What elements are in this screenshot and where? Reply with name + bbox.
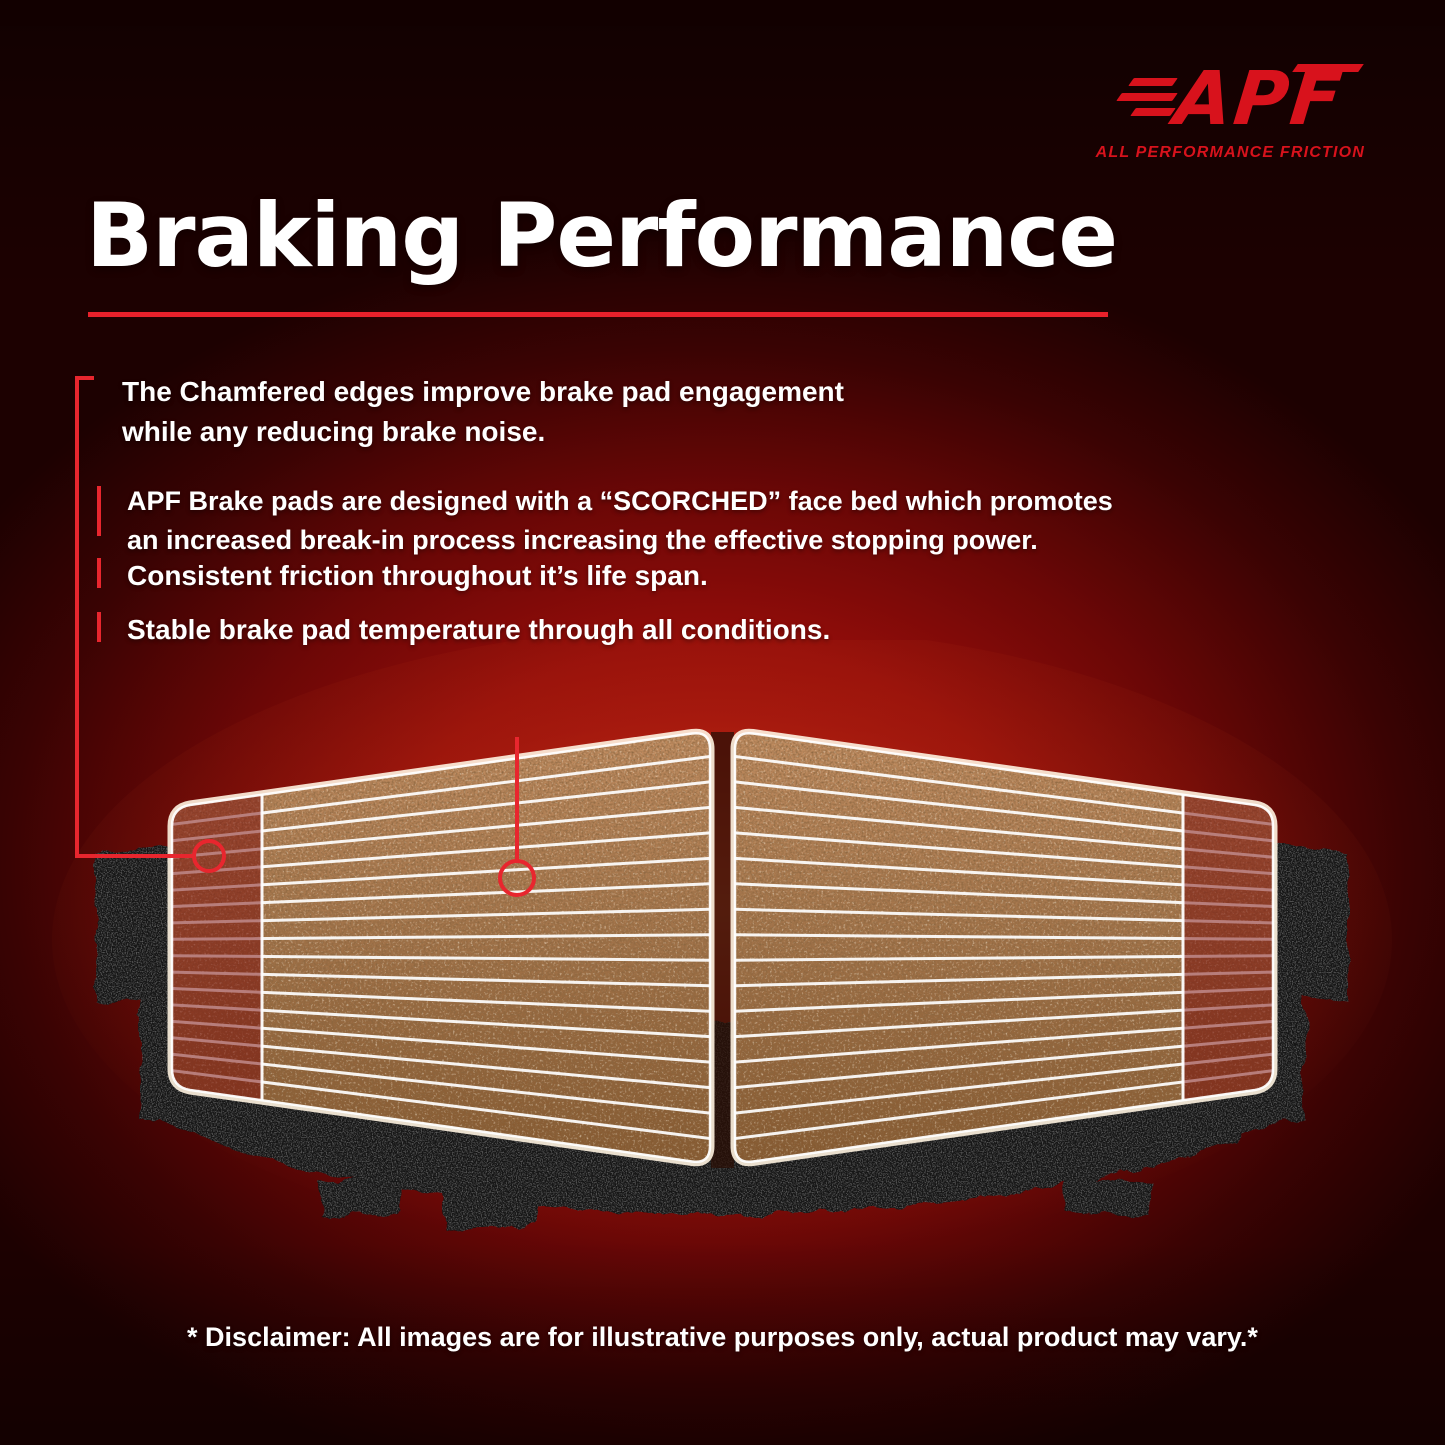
- title-underline: [88, 312, 1108, 317]
- chamfer-zone: [172, 795, 262, 1100]
- logo-text: APF: [1170, 56, 1348, 142]
- logo-mark: APF: [1116, 56, 1365, 142]
- plate-right-ear: [1272, 842, 1349, 1002]
- brake-pad-left: [172, 733, 710, 1162]
- brake-pad-right: [735, 733, 1273, 1162]
- plate-tab: [1064, 1177, 1154, 1217]
- page-title: Braking Performance: [86, 184, 1118, 287]
- plate-tab: [444, 1189, 538, 1231]
- bullet-consistent-friction: Consistent friction throughout it’s life…: [127, 560, 708, 591]
- bullet-scorched-face: APF Brake pads are designed with a “SCOR…: [127, 486, 1113, 555]
- plate-tab: [318, 1177, 402, 1217]
- bullet-chamfered-edges: The Chamfered edges improve brake pad en…: [122, 376, 844, 448]
- bullet-stable-temperature: Stable brake pad temperature through all…: [127, 614, 831, 645]
- logo-speed-lines-icon: [1116, 78, 1179, 116]
- logo-tagline: ALL PERFORMANCE FRICTION: [1095, 144, 1365, 161]
- pad-gap-shadow: [711, 732, 734, 1168]
- apf-logo: APF ALL PERFORMANCE FRICTION: [1095, 56, 1365, 162]
- disclaimer-text: * Disclaimer: All images are for illustr…: [187, 1322, 1258, 1352]
- brake-pads-figure: [52, 640, 1392, 1255]
- plate-left-ear: [96, 842, 173, 1002]
